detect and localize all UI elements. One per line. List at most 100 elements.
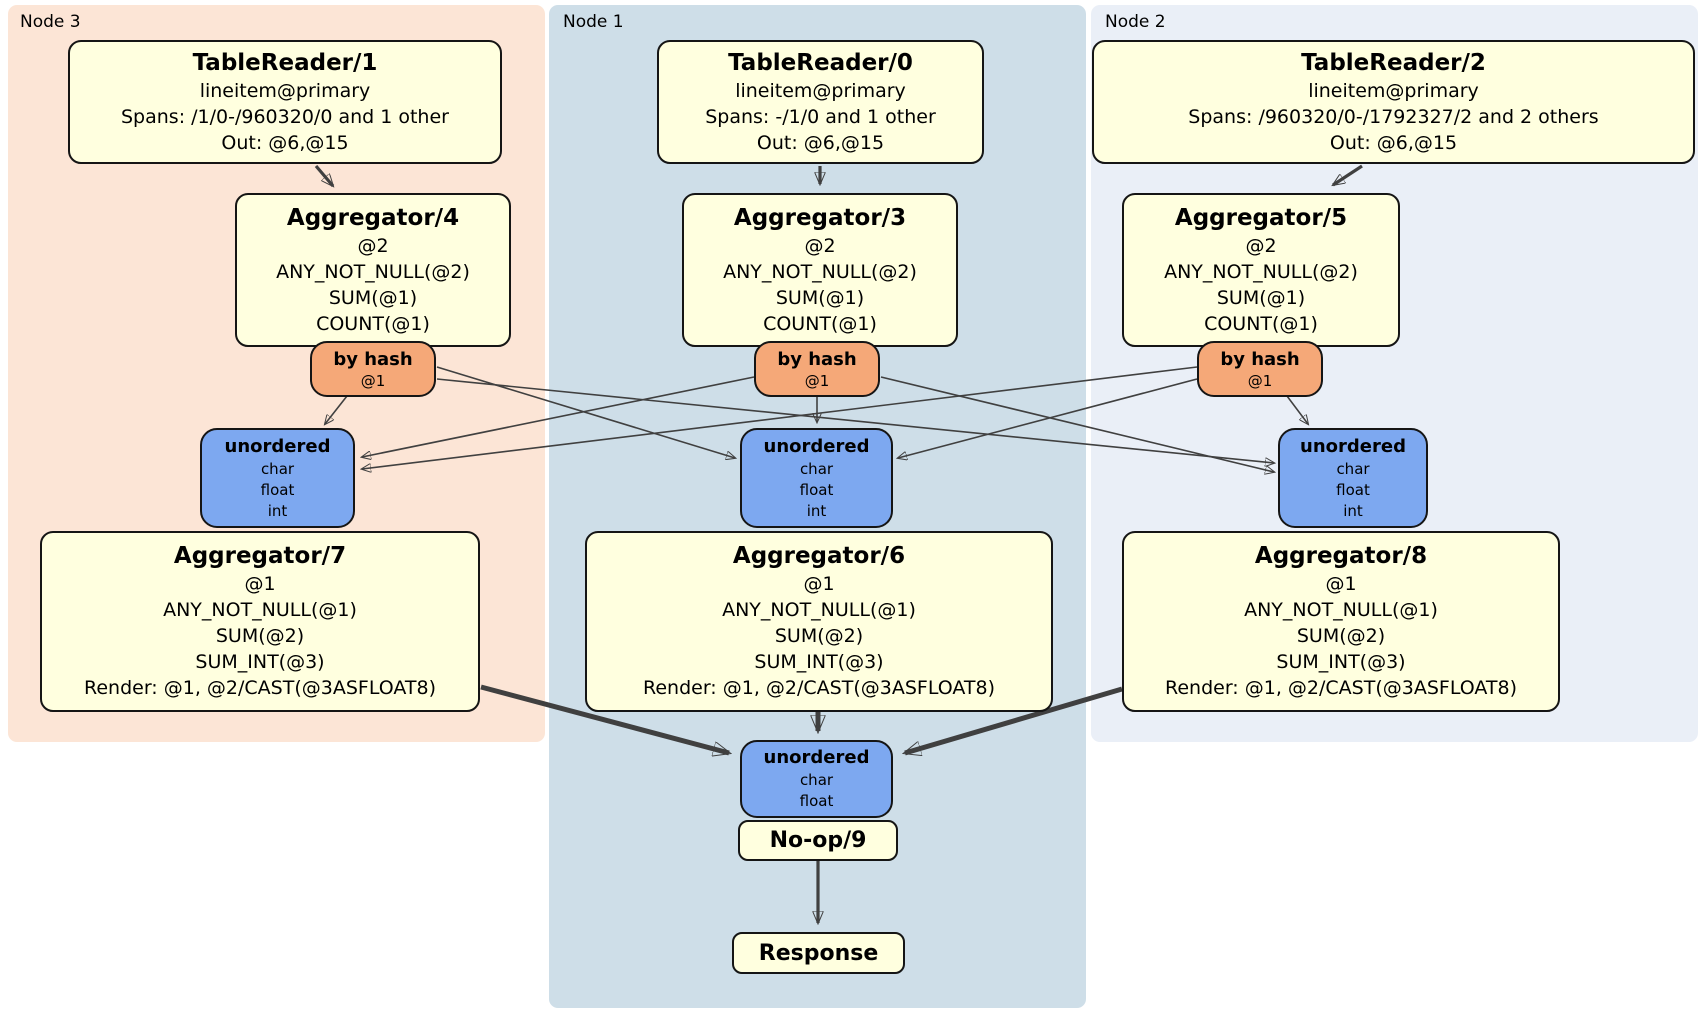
sync-title: unordered bbox=[1300, 435, 1406, 457]
node-detail: Render: @1, @2/CAST(@3ASFLOAT8) bbox=[84, 677, 436, 699]
node-detail: SUM_INT(@3) bbox=[195, 651, 325, 673]
node-detail: Out: @6,@15 bbox=[221, 131, 349, 154]
node-detail: @2 bbox=[357, 234, 389, 257]
node-detail: @1 bbox=[244, 573, 276, 595]
unordered-sync-node1: unordered char float int bbox=[740, 428, 893, 528]
sync-column: char bbox=[799, 459, 834, 478]
sync-column: float bbox=[1336, 480, 1370, 499]
sync-column: char bbox=[260, 459, 295, 478]
router-detail: @1 bbox=[1247, 371, 1273, 390]
node-detail: ANY_NOT_NULL(@1) bbox=[163, 599, 357, 621]
unordered-sync-final: unordered char float bbox=[740, 740, 893, 818]
aggregator-7-node: Aggregator/7 @1 ANY_NOT_NULL(@1) SUM(@2)… bbox=[40, 531, 480, 712]
node-detail: lineitem@primary bbox=[735, 79, 906, 102]
node-detail: SUM(@2) bbox=[774, 625, 864, 647]
node-detail: lineitem@primary bbox=[1308, 79, 1479, 102]
sync-title: unordered bbox=[224, 435, 331, 457]
unordered-sync-node2: unordered char float int bbox=[1278, 428, 1428, 528]
node-detail: Spans: /960320/0-/1792327/2 and 2 others bbox=[1188, 105, 1599, 128]
node-detail: Spans: -/1/0 and 1 other bbox=[705, 105, 936, 128]
node-detail: @1 bbox=[803, 573, 835, 595]
router-detail: @1 bbox=[804, 371, 830, 390]
sync-column: int bbox=[806, 501, 827, 520]
node-title: TableReader/0 bbox=[728, 49, 913, 76]
router-title: by hash bbox=[777, 348, 857, 370]
sync-column: char bbox=[799, 771, 834, 789]
node-detail: Render: @1, @2/CAST(@3ASFLOAT8) bbox=[643, 677, 995, 699]
unordered-sync-node3: unordered char float int bbox=[200, 428, 355, 528]
sync-column: int bbox=[1343, 501, 1363, 520]
node-title: TableReader/2 bbox=[1301, 49, 1486, 76]
region-label-node2: Node 2 bbox=[1105, 12, 1166, 32]
node-detail: SUM(@1) bbox=[328, 286, 418, 309]
node-title: TableReader/1 bbox=[192, 49, 378, 76]
edge-router2-sync1 bbox=[898, 378, 1198, 458]
aggregator-4-node: Aggregator/4 @2 ANY_NOT_NULL(@2) SUM(@1)… bbox=[235, 193, 511, 347]
router-detail: @1 bbox=[360, 371, 386, 390]
noop-9-node: No-op/9 bbox=[738, 820, 898, 861]
edge-router1-sync2 bbox=[880, 376, 1274, 472]
node-detail: Spans: /1/0-/960320/0 and 1 other bbox=[121, 105, 449, 128]
node-detail: ANY_NOT_NULL(@1) bbox=[1244, 599, 1438, 621]
edge-router3-sync2 bbox=[436, 378, 1274, 463]
sync-title: unordered bbox=[763, 747, 870, 768]
node-detail: COUNT(@1) bbox=[763, 312, 877, 335]
edge-router3-sync1 bbox=[436, 366, 735, 458]
node-detail: COUNT(@1) bbox=[316, 312, 430, 335]
sync-column: float bbox=[799, 792, 834, 810]
node-detail: SUM(@1) bbox=[1216, 286, 1306, 309]
aggregator-6-node: Aggregator/6 @1 ANY_NOT_NULL(@1) SUM(@2)… bbox=[585, 531, 1053, 712]
node-detail: @2 bbox=[1245, 234, 1277, 257]
edge-router1-sync3 bbox=[362, 376, 755, 457]
node-title: Aggregator/8 bbox=[1254, 543, 1428, 569]
edge-router3-sync3 bbox=[325, 395, 348, 424]
node-detail: ANY_NOT_NULL(@2) bbox=[1164, 260, 1358, 283]
node-title: Aggregator/3 bbox=[733, 204, 907, 231]
node-title: No-op/9 bbox=[769, 828, 867, 853]
node-detail: @2 bbox=[804, 234, 836, 257]
tablereader-0-node: TableReader/0 lineitem@primary Spans: -/… bbox=[657, 40, 984, 164]
node-detail: Render: @1, @2/CAST(@3ASFLOAT8) bbox=[1165, 677, 1517, 699]
router-title: by hash bbox=[333, 348, 413, 370]
node-detail: SUM_INT(@3) bbox=[754, 651, 884, 673]
hash-router-node1: by hash @1 bbox=[754, 341, 880, 397]
node-title: Response bbox=[758, 940, 879, 966]
node-title: Aggregator/7 bbox=[173, 543, 347, 569]
aggregator-3-node: Aggregator/3 @2 ANY_NOT_NULL(@2) SUM(@1)… bbox=[682, 193, 958, 347]
edge-router2-sync3 bbox=[362, 366, 1198, 469]
tablereader-2-node: TableReader/2 lineitem@primary Spans: /9… bbox=[1092, 40, 1695, 164]
node-detail: SUM(@1) bbox=[775, 286, 865, 309]
node-detail: ANY_NOT_NULL(@2) bbox=[276, 260, 470, 283]
hash-router-node3: by hash @1 bbox=[310, 341, 436, 397]
edge-router2-sync2 bbox=[1286, 395, 1308, 424]
sync-column: float bbox=[799, 480, 834, 499]
node-title: Aggregator/4 bbox=[286, 204, 460, 231]
region-label-node3: Node 3 bbox=[20, 12, 81, 32]
node-detail: SUM(@2) bbox=[215, 625, 305, 647]
node-detail: SUM(@2) bbox=[1296, 625, 1386, 647]
node-detail: Out: @6,@15 bbox=[756, 131, 885, 154]
node-detail: SUM_INT(@3) bbox=[1276, 651, 1406, 673]
sync-title: unordered bbox=[763, 435, 870, 457]
aggregator-5-node: Aggregator/5 @2 ANY_NOT_NULL(@2) SUM(@1)… bbox=[1122, 193, 1400, 347]
node-detail: lineitem@primary bbox=[199, 79, 371, 102]
node-title: Aggregator/6 bbox=[732, 543, 906, 569]
node-detail: ANY_NOT_NULL(@1) bbox=[722, 599, 916, 621]
node-detail: ANY_NOT_NULL(@2) bbox=[723, 260, 917, 283]
aggregator-8-node: Aggregator/8 @1 ANY_NOT_NULL(@1) SUM(@2)… bbox=[1122, 531, 1560, 712]
router-title: by hash bbox=[1220, 348, 1300, 370]
region-label-node1: Node 1 bbox=[563, 12, 624, 32]
edge-aggregator8-final-sync bbox=[905, 686, 1123, 753]
sync-column: char bbox=[1336, 459, 1370, 478]
tablereader-1-node: TableReader/1 lineitem@primary Spans: /1… bbox=[68, 40, 502, 164]
edge-tablereader2-aggregator5 bbox=[1333, 164, 1363, 187]
sync-column: float bbox=[260, 480, 295, 499]
hash-router-node2: by hash @1 bbox=[1197, 341, 1323, 397]
node-detail: Out: @6,@15 bbox=[1329, 131, 1458, 154]
response-node: Response bbox=[732, 932, 905, 974]
node-detail: @1 bbox=[1325, 573, 1357, 595]
node-detail: COUNT(@1) bbox=[1204, 312, 1318, 335]
sync-column: int bbox=[267, 501, 288, 520]
